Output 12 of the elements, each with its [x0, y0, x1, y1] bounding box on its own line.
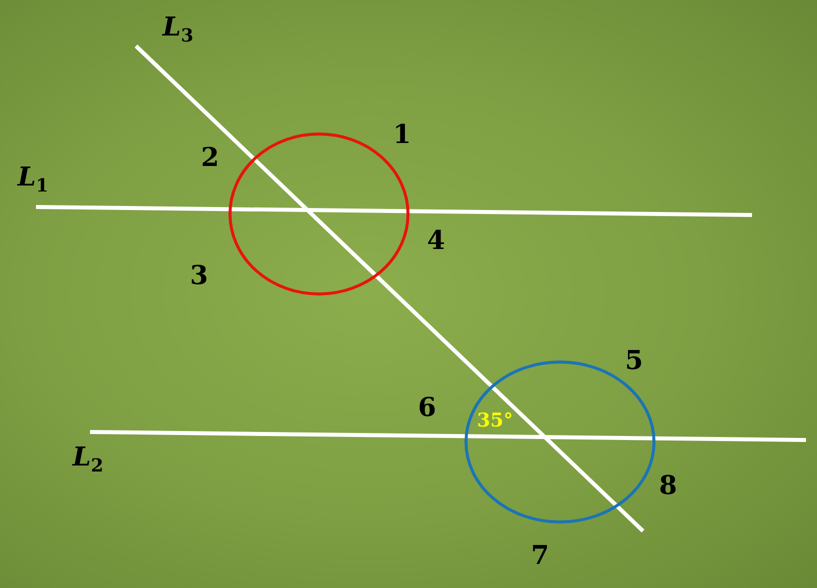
angle-number: 3 [190, 263, 208, 289]
line-label: L$_{1}$ [18, 164, 48, 196]
angle-measure: 35° [477, 412, 513, 430]
line-label: L$_{2}$ [72, 444, 104, 476]
angle-number: 6 [418, 395, 436, 421]
angle-number: 5 [624, 348, 644, 374]
angle-number: 7 [530, 543, 550, 569]
angle-number: 4 [426, 228, 446, 254]
line-label: L$_{3}$ [162, 14, 194, 46]
angle-number: 1 [392, 122, 412, 148]
angle-number: 8 [658, 473, 678, 499]
angle-number: 2 [200, 145, 220, 171]
